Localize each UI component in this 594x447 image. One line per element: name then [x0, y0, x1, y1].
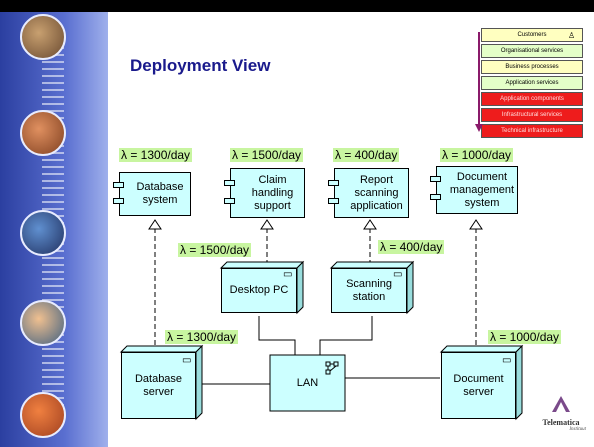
legend-row: Application components	[481, 92, 583, 106]
component-label: Report scanning application	[350, 173, 403, 212]
component-box: Database system	[119, 172, 191, 216]
sidebar-decoration	[0, 0, 108, 447]
rate-label: λ = 1300/day	[119, 148, 193, 162]
layer-legend: Customers Organisational services Busine…	[481, 28, 583, 140]
legend-row: Application services	[481, 76, 583, 90]
node-label: Database server	[134, 372, 183, 398]
top-border	[0, 0, 594, 12]
legend-row: Technical infrastructure	[481, 124, 583, 138]
node-database-server: Database server	[121, 352, 196, 419]
rate-label: λ = 400/day	[378, 240, 445, 254]
telematica-logo: Telematica Instituut	[536, 395, 586, 432]
node-scanning-station: Scanning station	[331, 268, 407, 313]
component-tab-icon	[430, 194, 441, 200]
component-claim-handling: Claim handling support	[224, 168, 305, 218]
sidebar-photo-1	[20, 14, 66, 60]
legend-row: Infrastructural services	[481, 108, 583, 122]
sidebar-photo-2	[20, 110, 66, 156]
component-box: Report scanning application	[334, 168, 409, 218]
node-desktop-pc: Desktop PC	[221, 268, 297, 313]
component-database-system: Database system	[113, 172, 191, 216]
component-tab-icon	[430, 176, 441, 182]
rate-label: λ = 1500/day	[230, 148, 304, 162]
component-tab-icon	[113, 182, 124, 188]
node-document-server: Document server	[441, 352, 516, 419]
component-tab-icon	[328, 180, 339, 186]
sidebar-photo-5	[20, 392, 66, 438]
sidebar-photo-4	[20, 300, 66, 346]
page-title: Deployment View	[130, 56, 271, 75]
computer-icon: ▭	[182, 355, 192, 366]
legend-row: Business processes	[481, 60, 583, 74]
component-box: Claim handling support	[230, 168, 305, 218]
logo-icon	[552, 396, 570, 412]
component-label: Document management system	[449, 170, 515, 209]
component-tab-icon	[224, 180, 235, 186]
rate-label: λ = 1000/day	[488, 330, 562, 344]
node-label: Document server	[453, 372, 504, 398]
rate-label: λ = 1500/day	[178, 243, 252, 257]
svg-text:♙: ♙	[568, 31, 575, 40]
node-label: Desktop PC	[229, 284, 289, 296]
legend-row: Customers	[481, 28, 583, 42]
rate-label: λ = 1300/day	[165, 330, 239, 344]
rate-label: λ = 1000/day	[440, 148, 514, 162]
computer-icon: ▭	[502, 355, 512, 366]
node-lan: LAN	[270, 355, 345, 411]
logo-name: Telematica	[542, 418, 580, 427]
legend-row: Organisational services	[481, 44, 583, 58]
sidebar-photo-3	[20, 210, 66, 256]
component-tab-icon	[328, 198, 339, 204]
rate-label: λ = 400/day	[333, 148, 400, 162]
component-label: Database system	[136, 181, 184, 206]
component-tab-icon	[113, 198, 124, 204]
node-label: LAN	[296, 376, 319, 389]
component-report-scanning: Report scanning application	[328, 168, 409, 218]
component-tab-icon	[224, 198, 235, 204]
component-document-management: Document management system	[430, 166, 518, 214]
computer-icon: ▭	[393, 269, 403, 280]
computer-icon: ▭	[283, 269, 293, 280]
node-label: Scanning station	[346, 277, 392, 303]
component-box: Document management system	[436, 166, 518, 214]
logo-sub: Instituut	[569, 427, 586, 432]
component-label: Claim handling support	[251, 173, 294, 212]
